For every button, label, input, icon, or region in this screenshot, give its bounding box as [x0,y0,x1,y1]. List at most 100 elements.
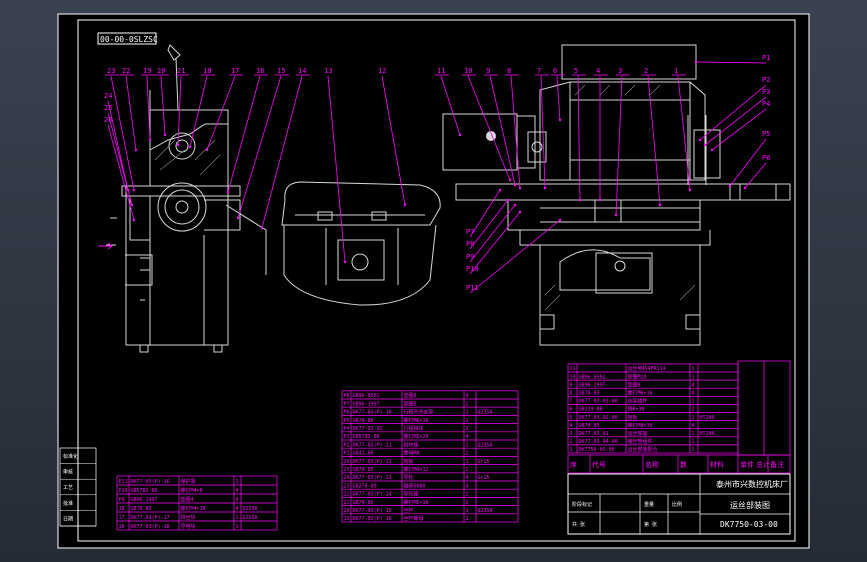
bom-cell-name: 丝架组件 [628,398,648,405]
bom-cell-code: GB96-1997 [353,401,380,407]
bom-cell-seq: 20 [344,508,350,514]
bom-cell-name: 螺钉M4×10 [181,505,206,512]
bom-cell-name: 螺钉M6×16 [628,390,653,397]
leader-line [467,75,511,181]
drawing-code-text: 00-00-0SLZSC [100,35,158,44]
bom-cell-name: 螺钉M4×8 [181,487,203,494]
leader-dot [343,260,347,264]
bom-cell-code: DK77-03(P)-12 [353,459,392,465]
leader-dot [506,198,510,202]
part-balloon: 2 [644,67,648,75]
bom-header-seq: 序 [570,460,577,469]
part-balloon: P7 [466,228,474,236]
approval-strip-cell: 工艺 [63,485,73,491]
part-balloon: 21 [177,67,185,75]
bom-cell-seq: 5 [570,415,573,421]
bom-cell-name: 运丝电机4FR114 [628,365,666,372]
leader-line [469,189,501,238]
bom-cell-qty: 4 [692,423,695,429]
bom-cell-code: DK77-03(P)-16 [131,479,170,485]
leader-dot [518,186,522,190]
part-balloon: 11 [437,67,445,75]
part-balloon: P4 [762,100,770,108]
bom-cell-qty: 4 [236,506,239,512]
leader-dot [132,188,136,192]
bom-cell-name: 拖板 [628,414,638,421]
part-balloon: 9 [486,67,490,75]
bom-cell-seq: P2 [344,442,350,448]
part-balloon: 5 [574,67,578,75]
bom-cell-qty: 4 [466,483,469,489]
leader-dot [558,118,562,122]
leader-line [227,75,261,193]
leader-line [206,75,236,151]
bom-cell-code: GB70-85 [353,418,374,424]
leader-line [110,75,135,191]
part-balloon: P6 [762,154,770,162]
bom-cell-seq: 22 [344,492,350,498]
bom-cell-code: GB41-86 [353,451,374,457]
leader-line [699,84,767,141]
leader-dot [703,143,707,147]
bom-cell-code: DK77-03-02 [353,426,383,432]
leader-dot [188,145,192,149]
leader-dot [710,148,714,152]
leader-line [189,75,208,148]
bom-cell-material: Q235A [243,515,258,521]
bom-cell-name: 螺钉M8×30 [628,422,653,429]
leader-dot [498,188,502,192]
leader-line [711,108,767,151]
bom-cell-code: GB5783-86 [131,488,158,494]
part-balloon: P11 [466,284,479,292]
leader-dot [148,138,152,142]
bom-cell-seq: 6 [570,407,573,413]
bom-cell-code: DK7750-03-00 [579,447,615,453]
part-balloon: 17 [231,67,239,75]
bom-cell-code: GB96-1997 [579,382,606,388]
bom-cell-seq: 24 [344,475,350,481]
drawing-code-box [97,32,157,45]
leader-dot [513,203,517,207]
bom-cell-name: 保护罩 [181,478,196,485]
bom-cell-name: 运丝底座 [628,430,648,437]
bom-cell-name: 导轮座 [404,491,419,498]
leader-line [647,75,661,206]
bom-cell-name: 储丝筒组件 [628,438,653,445]
bom-cell-name: 螺钉M5×16 [404,499,429,506]
leader-dot [513,183,517,187]
scale-label: 比例 [672,501,682,508]
bom-cell-seq: 16 [119,524,125,530]
leader-line [744,162,767,189]
leader-line [146,75,151,141]
leader-line [510,75,521,189]
bom-cell-name: 丝杆 [404,507,414,514]
bom-cell-seq: 18 [119,506,125,512]
leader-line [469,199,509,250]
bom-cell-code: GB96-8502 [353,393,380,399]
leader-dot [260,226,264,230]
sheets-label: 共 张 [572,521,585,528]
part-balloon: P2 [762,76,770,84]
leader-dot [458,133,462,137]
bom-cell-seq: 26 [344,459,350,465]
bom-cell-seq: 19 [344,516,350,522]
bom-cell-code: GB70-85 [579,391,600,397]
view-1-hatch [154,139,221,176]
title-block: 泰州市兴数控机床厂 运丝部装图 DK7750-03-00 阶段标记 重量 比例 … [567,473,791,535]
bom-cell-seq: 17 [119,515,125,521]
paper-background [57,13,810,549]
leader-dot [543,186,547,190]
leader-dot [134,148,138,152]
part-balloon: 15 [277,67,285,75]
weight-label: 重量 [644,501,654,508]
leader-dot [694,60,698,64]
bom-cell-seq: P11 [119,479,128,485]
leader-line [704,96,767,146]
leader-dot [658,203,662,207]
part-balloon: 8 [507,67,511,75]
part-balloon: 26 [104,116,112,124]
bom-cell-seq: 10 [570,374,576,380]
leader-line [677,75,691,191]
